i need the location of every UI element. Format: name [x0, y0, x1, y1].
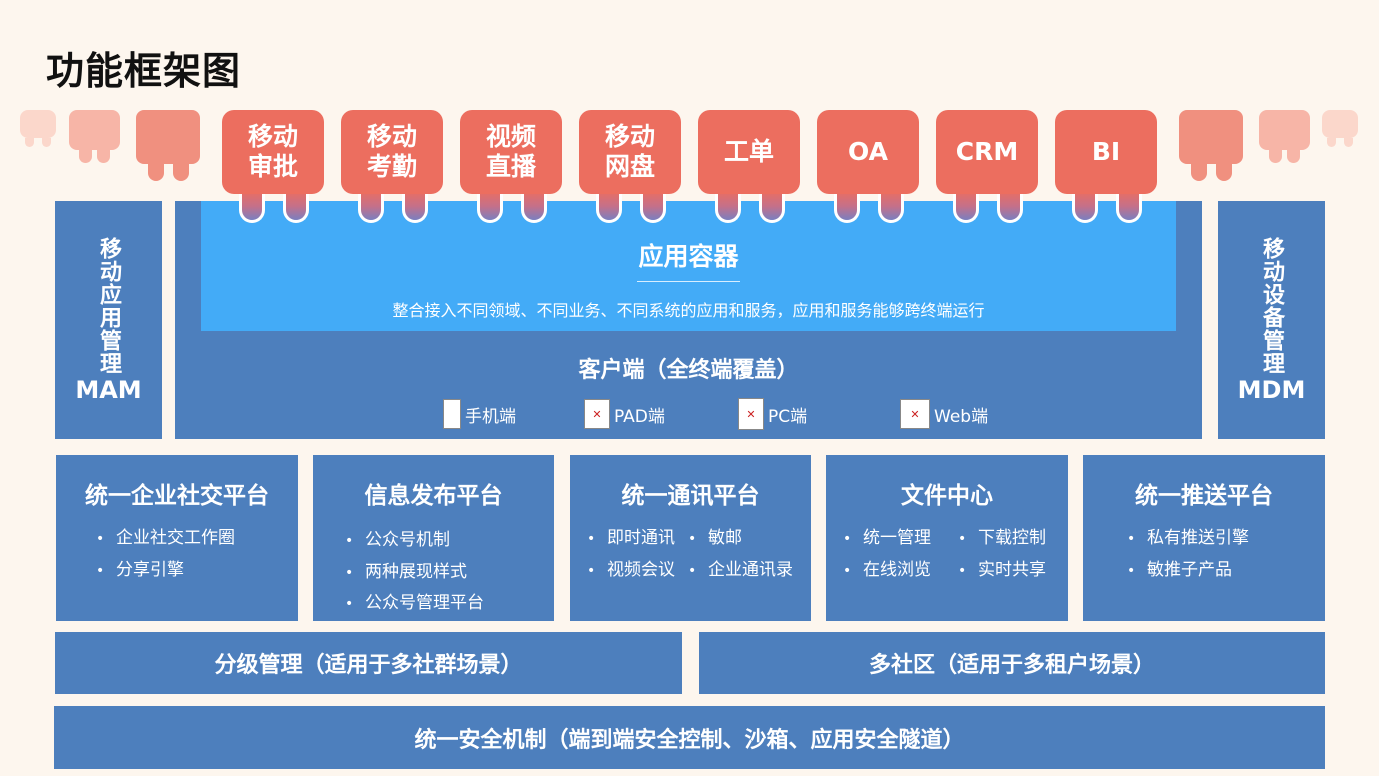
app-tile-mobile-attendance: 移动 考勤: [341, 110, 443, 194]
terminal-label: 手机端: [465, 406, 516, 427]
multi-community-bar: 多社区（适用于多租户场景）: [699, 632, 1325, 694]
app-connector: [402, 190, 428, 223]
terminal-pc: ✕ PC端: [738, 398, 807, 430]
app-tile-crm: CRM: [936, 110, 1038, 194]
decorative-plug: [1322, 110, 1358, 147]
platform-title: 统一企业社交平台: [85, 483, 269, 509]
app-connector: [640, 190, 666, 223]
app-tile-video-live: 视频 直播: [460, 110, 562, 194]
app-connector: [477, 190, 503, 223]
platform-item: 企业通讯录: [688, 555, 793, 580]
platform-item: 公众号管理平台: [345, 588, 484, 613]
decorative-plug: [136, 110, 200, 181]
platform-communication: 统一通讯平台 即时通讯 敏邮 视频会议 企业通讯录: [570, 455, 811, 621]
app-connector: [834, 190, 860, 223]
terminal-label: Web端: [934, 406, 989, 427]
page-title: 功能框架图: [46, 49, 242, 93]
platform-item: 私有推送引擎: [1127, 523, 1249, 548]
platform-publish: 信息发布平台 公众号机制 两种展现样式 公众号管理平台: [313, 455, 554, 621]
platform-item: 公众号机制: [345, 525, 450, 550]
platform-file-center: 文件中心 统一管理 下载控制 在线浏览 实时共享: [826, 455, 1068, 621]
tiered-management-bar: 分级管理（适用于多社群场景）: [55, 632, 682, 694]
tablet-icon: ✕: [584, 399, 610, 429]
app-connector: [878, 190, 904, 223]
decorative-plug: [1179, 110, 1243, 181]
mdm-abbr: MDM: [1237, 375, 1306, 404]
app-tile-mobile-disk: 移动 网盘: [579, 110, 681, 194]
platform-item: 分享引擎: [96, 555, 184, 580]
desktop-icon: ✕: [738, 398, 764, 430]
platform-item: 统一管理: [843, 523, 931, 548]
terminal-pad: ✕ PAD端: [584, 398, 665, 430]
platform-push: 统一推送平台 私有推送引擎 敏推子产品: [1083, 455, 1325, 621]
decorative-plug: [1259, 110, 1310, 163]
mdm-label: 移动设备管理: [1259, 236, 1284, 375]
decorative-plug: [20, 110, 56, 147]
terminal-label: PC端: [768, 406, 808, 427]
mdm-panel: 移动设备管理 MDM: [1218, 201, 1325, 439]
decorative-plug: [69, 110, 120, 163]
app-connector: [715, 190, 741, 223]
app-tile-work-order: 工单: [698, 110, 800, 194]
container-divider: [637, 281, 740, 282]
app-container: 应用容器 整合接入不同领域、不同业务、不同系统的应用和服务，应用和服务能够跨终端…: [201, 201, 1176, 331]
app-tile-mobile-approval: 移动 审批: [222, 110, 324, 194]
platform-title: 信息发布平台: [364, 483, 503, 509]
app-connector: [239, 190, 265, 223]
browser-icon: ✕: [900, 399, 930, 429]
app-tile-bi: BI: [1055, 110, 1157, 194]
container-title: 应用容器: [638, 242, 739, 271]
platform-item: 视频会议: [587, 555, 675, 580]
platform-item: 实时共享: [958, 555, 1046, 580]
app-connector: [759, 190, 785, 223]
app-connector: [521, 190, 547, 223]
platform-item: 即时通讯: [587, 523, 675, 548]
platform-title: 统一通讯平台: [621, 483, 760, 509]
app-connector: [953, 190, 979, 223]
platform-item: 下载控制: [958, 523, 1046, 548]
client-title: 客户端（全终端覆盖）: [578, 358, 799, 383]
mam-panel: 移动应用管理 MAM: [55, 201, 162, 439]
security-bar: 统一安全机制（端到端安全控制、沙箱、应用安全隧道）: [54, 706, 1325, 769]
app-connector: [1116, 190, 1142, 223]
container-description: 整合接入不同领域、不同业务、不同系统的应用和服务，应用和服务能够跨终端运行: [392, 301, 985, 320]
platform-social: 统一企业社交平台 企业社交工作圈 分享引擎: [56, 455, 298, 621]
app-connector: [997, 190, 1023, 223]
app-connector: [358, 190, 384, 223]
phone-icon: [443, 399, 461, 429]
app-connector: [1072, 190, 1098, 223]
terminal-label: PAD端: [614, 406, 665, 427]
platform-item: 敏邮: [688, 523, 742, 548]
platform-title: 统一推送平台: [1135, 483, 1273, 509]
app-tile-oa: OA: [817, 110, 919, 194]
terminal-phone: 手机端: [443, 398, 516, 430]
terminal-web: ✕ Web端: [900, 398, 988, 430]
platform-title: 文件中心: [901, 483, 993, 509]
app-connector: [283, 190, 309, 223]
platform-item: 在线浏览: [843, 555, 931, 580]
platform-item: 敏推子产品: [1127, 555, 1232, 580]
platform-item: 两种展现样式: [345, 557, 467, 582]
mam-label: 移动应用管理: [96, 236, 121, 375]
mam-abbr: MAM: [75, 375, 142, 404]
platform-item: 企业社交工作圈: [96, 523, 235, 548]
app-connector: [596, 190, 622, 223]
